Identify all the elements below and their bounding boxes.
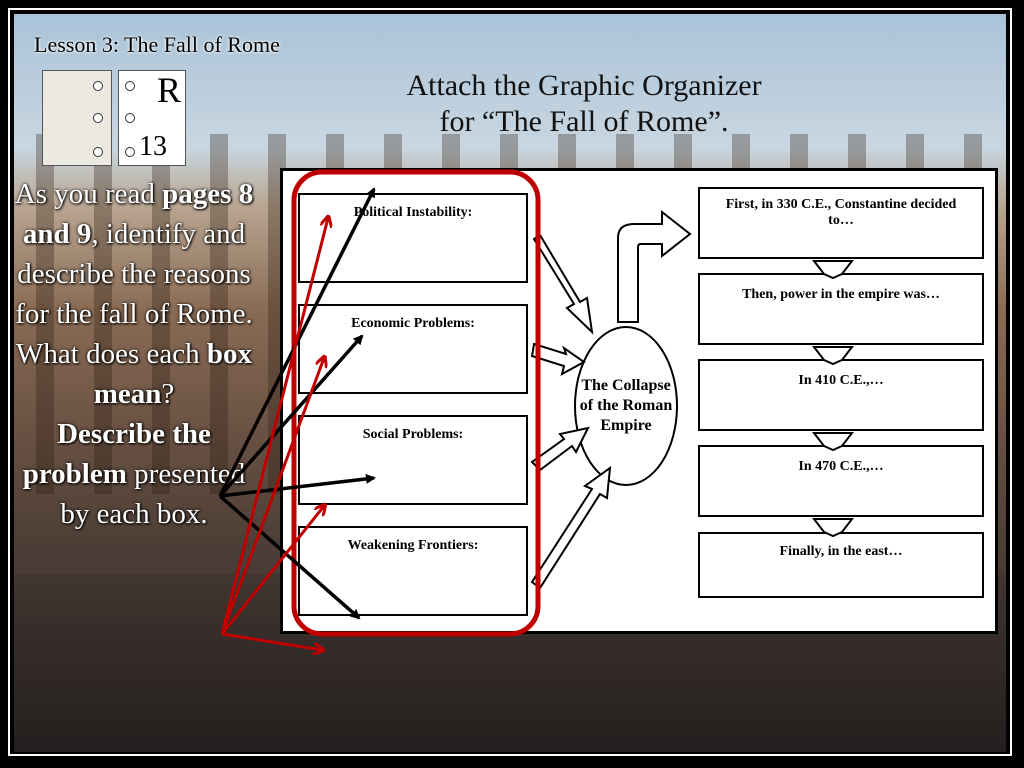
binder-hole-icon xyxy=(93,81,103,91)
box-label: Finally, in the east… xyxy=(779,544,903,559)
instruction-text: ? xyxy=(161,378,175,410)
box-label: In 470 C.E.,… xyxy=(798,459,884,474)
box-label: Social Problems: xyxy=(362,427,464,442)
chevron-down-icon xyxy=(811,260,855,538)
box-label: Weakening Frontiers: xyxy=(347,538,479,553)
collapse-ellipse: The Collapse of the Roman Empire xyxy=(574,326,678,486)
box-label: Economic Problems: xyxy=(351,316,475,331)
box-label: Political Instability: xyxy=(353,205,473,220)
binder-hole-icon xyxy=(125,81,135,91)
box-weakening-frontiers: Weakening Frontiers: xyxy=(298,526,528,616)
hollow-arrow-icon xyxy=(617,209,692,323)
slide-frame xyxy=(8,8,1012,756)
instruction-highlight: box mean xyxy=(93,338,252,410)
instructions-p2: What does each box mean? xyxy=(14,334,254,414)
main-title-line2: for “The Fall of Rome”. xyxy=(439,105,729,138)
binder-hole-icon xyxy=(93,147,103,157)
lesson-title: Lesson 3: The Fall of Rome xyxy=(34,32,280,57)
notebook-number: 13 xyxy=(139,131,167,162)
collapse-label: The Collapse of the Roman Empire xyxy=(579,377,673,434)
instructions-p3: Describe the problem presented by each b… xyxy=(14,414,254,534)
box-label: Then, power in the empire was… xyxy=(742,287,940,302)
diagram-overlay xyxy=(218,169,855,752)
instruction-text: What does each xyxy=(16,338,207,370)
instruction-text: , identify and describe the reasons for … xyxy=(15,218,253,330)
binder-hole-icon xyxy=(125,147,135,157)
box-step-2: Then, power in the empire was… xyxy=(698,273,984,345)
notebook-page-right: R 13 xyxy=(118,70,186,166)
notebook-page-left xyxy=(42,70,112,166)
instructions: As you read pages 8 and 9, identify and … xyxy=(14,174,254,534)
binder-hole-icon xyxy=(125,113,135,123)
box-step-1: First, in 330 C.E., Constantine decided … xyxy=(698,187,984,259)
instruction-highlight: Describe the problem xyxy=(22,418,211,490)
box-political-instability: Political Instability: xyxy=(298,193,528,283)
instruction-highlight: pages 8 and 9 xyxy=(22,178,254,250)
binder-hole-icon xyxy=(93,113,103,123)
slide: Lesson 3: The Fall of Rome R 13 Attach t… xyxy=(14,14,1006,752)
box-label: First, in 330 C.E., Constantine decided … xyxy=(725,197,957,228)
instructions-p1: As you read pages 8 and 9, identify and … xyxy=(15,178,253,330)
box-step-3: In 410 C.E.,… xyxy=(698,359,984,431)
box-social-problems: Social Problems: xyxy=(298,415,528,505)
hollow-arrow-icon xyxy=(530,233,612,590)
box-label: In 410 C.E.,… xyxy=(798,373,884,388)
main-title-line1: Attach the Graphic Organizer xyxy=(406,69,762,102)
highlight-outline xyxy=(291,169,541,637)
box-step-5: Finally, in the east… xyxy=(698,532,984,598)
red-arrows xyxy=(220,218,328,650)
notebook-tab: R 13 xyxy=(42,70,186,166)
box-economic-problems: Economic Problems: xyxy=(298,304,528,394)
instruction-text: As you read xyxy=(14,178,155,210)
main-title: Attach the Graphic Organizer for “The Fa… xyxy=(334,68,834,140)
notebook-letter: R xyxy=(157,70,182,110)
